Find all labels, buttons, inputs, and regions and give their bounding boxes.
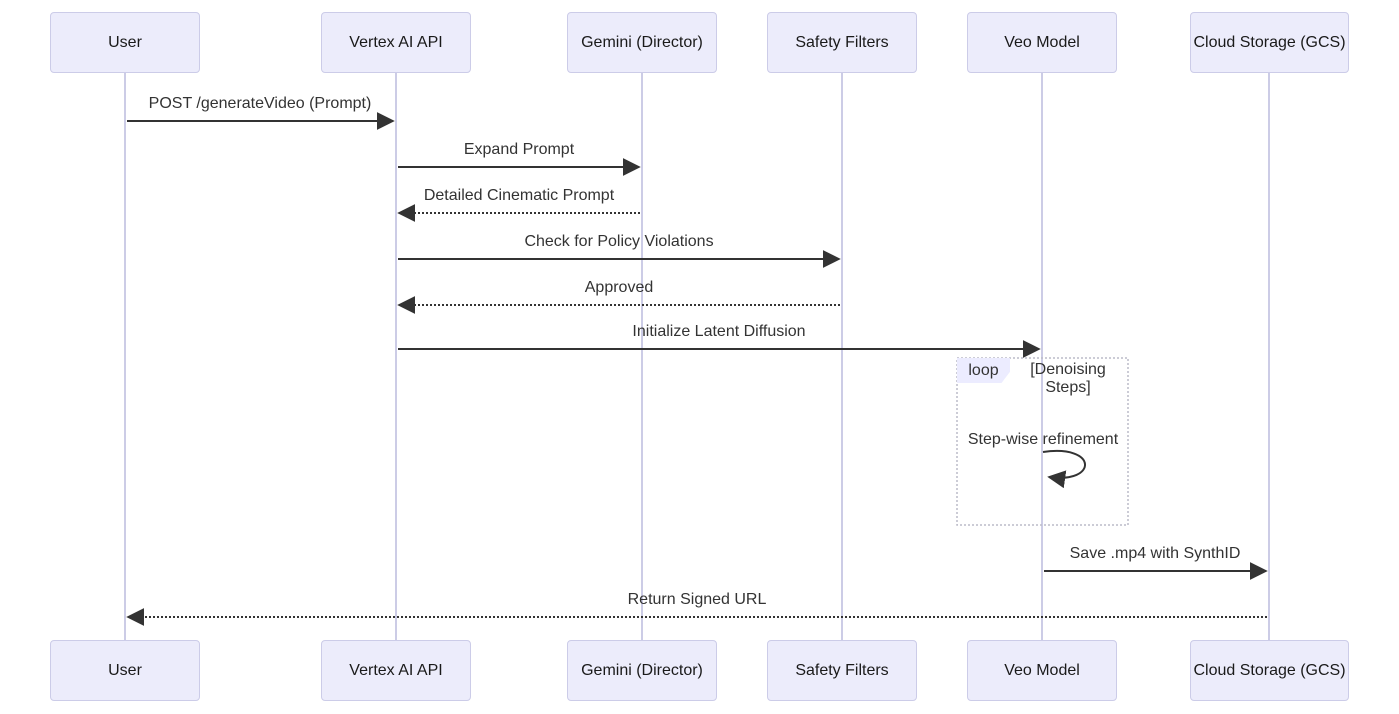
message-label-detailed-cinematic-prompt: Detailed Cinematic Prompt — [423, 187, 615, 204]
actor-top-cloud-storage: Cloud Storage (GCS) — [1190, 12, 1349, 73]
message-label-check-policy-violations: Check for Policy Violations — [524, 233, 714, 250]
actor-top-veo-model: Veo Model — [967, 12, 1117, 73]
actor-bottom-user: User — [50, 640, 200, 701]
loop-box — [956, 357, 1129, 526]
message-label-initialize-latent-diffusion: Initialize Latent Diffusion — [632, 323, 806, 340]
message-label-post-generatevideo: POST /generateVideo (Prompt) — [148, 95, 372, 112]
actor-top-vertex-ai-api: Vertex AI API — [321, 12, 471, 73]
message-label-approved: Approved — [584, 279, 654, 296]
actor-bottom-veo-model: Veo Model — [967, 640, 1117, 701]
message-label-expand-prompt: Expand Prompt — [463, 141, 575, 158]
arrow-stepwise-refinement-self-loop — [1042, 449, 1086, 489]
actor-bottom-gemini: Gemini (Director) — [567, 640, 717, 701]
loop-condition-label: [Denoising Steps] — [1030, 361, 1106, 396]
message-label-stepwise-refinement: Step-wise refinement — [967, 431, 1119, 448]
actor-top-safety-filters: Safety Filters — [767, 12, 917, 73]
actor-bottom-vertex-ai-api: Vertex AI API — [321, 640, 471, 701]
actor-top-gemini: Gemini (Director) — [567, 12, 717, 73]
loop-label-tab: loop — [957, 358, 1010, 383]
actor-bottom-safety-filters: Safety Filters — [767, 640, 917, 701]
actor-bottom-cloud-storage: Cloud Storage (GCS) — [1190, 640, 1349, 701]
message-label-save-mp4-synthid: Save .mp4 with SynthID — [1069, 545, 1241, 562]
actor-top-user: User — [50, 12, 200, 73]
message-label-return-signed-url: Return Signed URL — [627, 591, 767, 608]
